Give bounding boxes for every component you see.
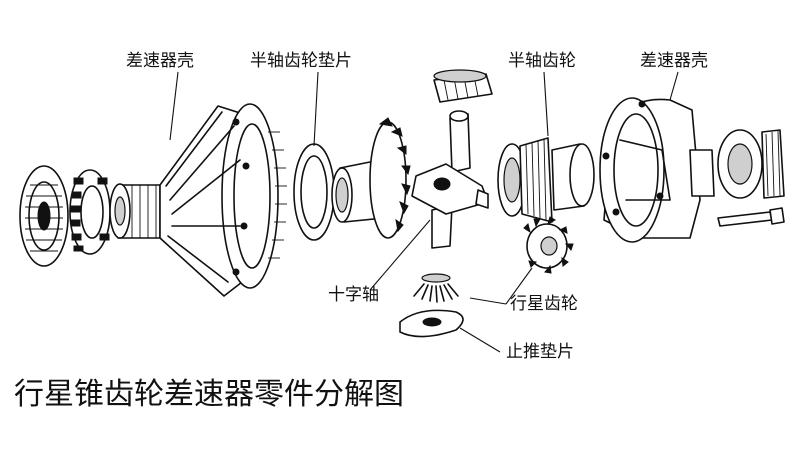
left-outer-bearing	[19, 165, 69, 267]
diagram-caption: 行星锥齿轮差速器零件分解图	[14, 377, 404, 412]
thrust-washer	[399, 309, 464, 338]
label-housing-left: 差速器壳	[126, 51, 194, 71]
right-planetary-gear	[523, 216, 574, 274]
left-side-gear	[331, 117, 411, 239]
right-differential-housing	[599, 97, 715, 243]
left-tapered-bearing	[69, 169, 111, 255]
right-bearing	[717, 129, 785, 199]
top-planetary-gear	[433, 69, 493, 103]
planetary-gear-teeth	[413, 273, 459, 303]
label-planetary-gear: 行星齿轮	[510, 294, 578, 314]
bolt	[717, 207, 785, 227]
right-side-gear	[497, 137, 595, 223]
label-cross-shaft: 十字轴	[328, 285, 379, 305]
label-housing-right: 差速器壳	[640, 51, 708, 71]
side-gear-washer	[293, 143, 335, 241]
cross-shaft	[411, 110, 489, 249]
left-differential-housing	[109, 103, 287, 297]
leader-lines	[169, 71, 679, 353]
label-side-gear: 半轴齿轮	[508, 51, 576, 71]
label-side-gear-washer: 半轴齿轮垫片	[250, 51, 352, 71]
label-thrust-washer: 止推垫片	[506, 342, 574, 362]
